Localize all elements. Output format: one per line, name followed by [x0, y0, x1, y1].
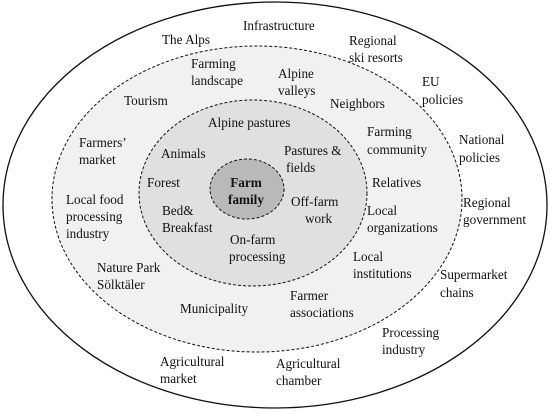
label-nature-park-1: Nature Park — [97, 260, 161, 275]
label-local-food-2: processing — [66, 209, 123, 224]
label-farming-landscape-1: Farming — [191, 56, 236, 71]
label-municipality: Municipality — [180, 301, 249, 316]
label-tourism: Tourism — [124, 93, 169, 108]
label-agricultural-market-1: Agricultural — [160, 354, 225, 369]
label-regional-government-2: government — [463, 212, 526, 227]
label-local-organizations-1: Local — [367, 203, 397, 218]
label-farmer-associations-1: Farmer — [290, 288, 329, 303]
core-label-farm: Farm — [230, 175, 262, 190]
label-off-farm-work-1: Off-farm — [291, 194, 339, 209]
label-relatives: Relatives — [372, 175, 421, 190]
label-farming-landscape-2: landscape — [191, 73, 243, 88]
core-label-family: family — [228, 192, 264, 207]
label-the-alps: The Alps — [162, 32, 210, 47]
label-farmers-market-1: Farmers’ — [79, 135, 127, 150]
core-circle — [209, 158, 285, 220]
label-pastures-fields-1: Pastures & — [284, 143, 342, 158]
label-agricultural-chamber-1: Agricultural — [276, 356, 341, 371]
label-on-farm-processing-1: On-farm — [230, 232, 276, 247]
label-national-policies-1: National — [459, 132, 505, 147]
label-local-food-1: Local food — [66, 192, 124, 207]
label-neighbors: Neighbors — [330, 96, 385, 111]
label-local-institutions-2: institutions — [353, 266, 412, 281]
label-supermarket-chains-2: chains — [440, 285, 474, 300]
label-infrastructure: Infrastructure — [243, 18, 315, 33]
label-ski-resorts-2: ski resorts — [349, 50, 403, 65]
label-eu-policies-2: policies — [422, 92, 463, 107]
label-agricultural-market-2: market — [160, 371, 197, 386]
label-local-organizations-2: organizations — [367, 220, 438, 235]
label-national-policies-2: policies — [459, 150, 500, 165]
label-supermarket-chains-1: Supermarket — [440, 267, 508, 282]
label-alpine-valleys-2: valleys — [278, 83, 315, 98]
label-alpine-pastures: Alpine pastures — [208, 115, 290, 130]
label-agricultural-chamber-2: chamber — [276, 373, 322, 388]
label-forest: Forest — [147, 175, 180, 190]
label-bed-breakfast-2: Breakfast — [162, 220, 213, 235]
label-alpine-valleys-1: Alpine — [278, 66, 314, 81]
label-processing-industry-1: Processing — [382, 325, 440, 340]
label-local-institutions-1: Local — [353, 249, 383, 264]
label-on-farm-processing-2: processing — [229, 249, 286, 264]
label-bed-breakfast-1: Bed& — [162, 203, 194, 218]
label-processing-industry-2: industry — [382, 342, 426, 357]
label-pastures-fields-2: fields — [286, 160, 315, 175]
label-ski-resorts-1: Regional — [349, 33, 397, 48]
label-farmers-market-2: market — [79, 152, 116, 167]
label-farming-community-2: community — [367, 142, 427, 157]
label-nature-park-2: Sölktäler — [97, 277, 145, 292]
label-off-farm-work-2: work — [305, 211, 333, 226]
label-local-food-3: industry — [66, 226, 110, 241]
label-eu-policies-1: EU — [422, 74, 440, 89]
label-regional-government-1: Regional — [463, 195, 511, 210]
label-farming-community-1: Farming — [367, 124, 412, 139]
label-farmer-associations-2: associations — [290, 305, 354, 320]
label-animals: Animals — [161, 146, 206, 161]
